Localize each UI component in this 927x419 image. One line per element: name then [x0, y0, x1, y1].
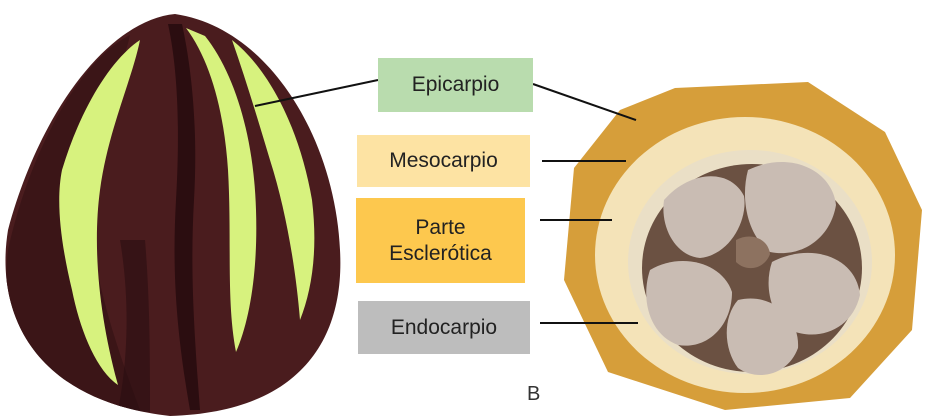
epicarp-leader-line-right [533, 84, 636, 120]
epicarp-label: Epicarpio [378, 58, 533, 112]
sclerotic-part-label-text: Parte Esclerótica [389, 215, 492, 267]
endocarp-label: Endocarpio [358, 301, 530, 354]
epicarp-label-text: Epicarpio [412, 72, 500, 98]
mesocarp-label-text: Mesocarpio [389, 148, 498, 174]
endocarp-label-text: Endocarpio [391, 315, 497, 341]
panel-letter: B [527, 383, 540, 406]
sclerotic-part-label: Parte Esclerótica [356, 198, 525, 283]
cacao-pod-image [5, 14, 340, 416]
mesocarp-label: Mesocarpio [357, 135, 530, 187]
cacao-cross-section-image [564, 82, 922, 410]
